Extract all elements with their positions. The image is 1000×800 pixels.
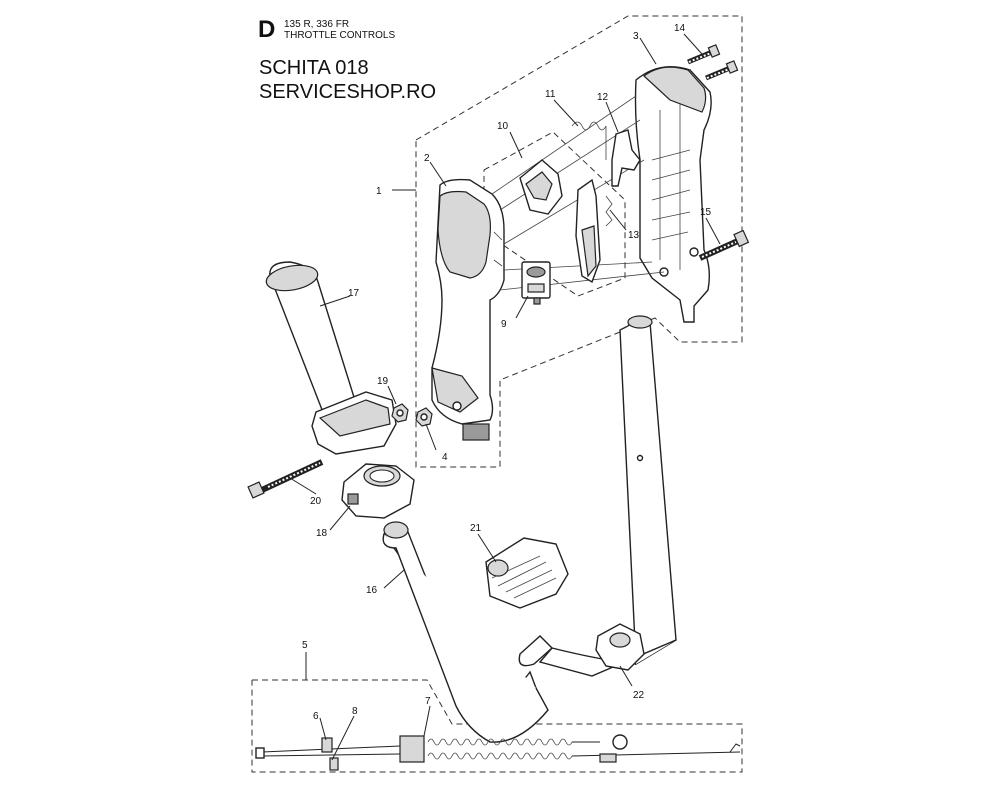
cable-group-boundary [251,679,743,773]
model-list: 135 R, 336 FR [284,19,350,30]
screw-20 [247,459,324,499]
screw-14-upper [687,44,721,65]
screw-14-lower [705,60,739,81]
callout-1: 1 [376,186,382,197]
throttle-cable-assembly [255,734,741,771]
callout-12: 12 [597,92,609,103]
handle-housing-rear [634,66,712,323]
callout-13: 13 [628,230,640,241]
callout-7: 7 [425,696,431,707]
clamp-18 [341,463,415,519]
callout-9: 9 [501,319,507,330]
bar-clamp-21 [485,537,569,609]
callout-8: 8 [352,706,358,717]
grip-tube [265,261,359,421]
callout-20: 20 [310,496,322,507]
callout-4: 4 [442,452,448,463]
throttle-lockout [611,129,641,187]
callout-21: 21 [470,523,482,534]
callout-2: 2 [424,153,430,164]
stop-switch [521,261,551,305]
callout-16: 16 [366,585,378,596]
section-title: THROTTLE CONTROLS [284,30,396,41]
section-letter: D [258,16,276,43]
throttle-trigger [519,159,601,284]
callout-14: 14 [674,23,686,34]
callout-6: 6 [313,711,319,722]
grip-base [311,391,397,455]
callout-11: 11 [545,89,556,100]
nut-19 [391,403,409,423]
handle-group-boundary [415,15,743,468]
stop-spring [605,195,613,227]
handlebar-left-tube [382,521,549,743]
leader-lines [289,33,721,761]
handlebar-right-tube [518,315,677,677]
handle-housing-front [431,178,505,441]
callout-15: 15 [700,207,712,218]
screw-15 [698,229,750,261]
trigger-spring [571,121,607,160]
callout-18: 18 [316,528,328,539]
callout-17: 17 [348,288,360,299]
cable-clip-22 [595,623,645,671]
callout-19: 19 [377,376,389,387]
callout-labels: 1 2 3 4 5 6 7 8 9 10 11 12 13 14 15 16 1… [302,23,712,722]
shop-name: SERVICESHOP.RO [259,81,437,103]
callout-10: 10 [497,121,509,132]
nut-4 [415,407,433,427]
schematic-id: SCHITA 018 [259,57,369,79]
callout-5: 5 [302,640,308,651]
callout-3: 3 [633,31,639,42]
trigger-subgroup-boundary [483,131,626,297]
callout-22: 22 [633,690,645,701]
